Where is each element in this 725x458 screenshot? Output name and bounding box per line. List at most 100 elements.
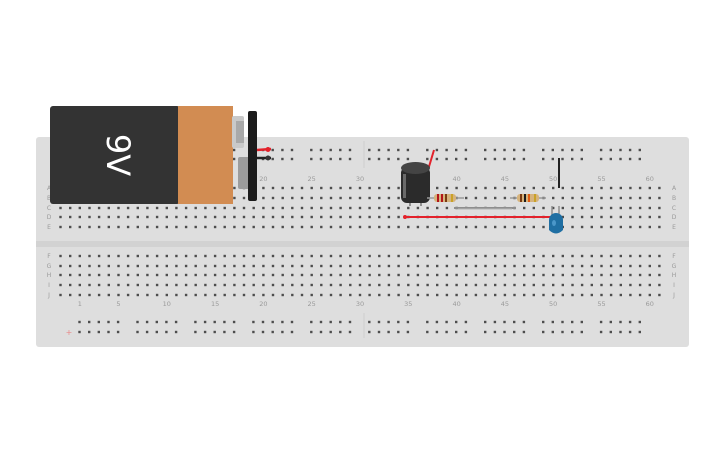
breadboard-hole[interactable] (88, 320, 91, 324)
breadboard-hole[interactable] (329, 264, 333, 268)
breadboard-hole[interactable] (397, 215, 400, 219)
breadboard-hole[interactable] (136, 206, 139, 210)
breadboard-hole[interactable] (436, 225, 439, 229)
breadboard-hole[interactable] (339, 330, 342, 334)
breadboard-hole[interactable] (310, 196, 313, 200)
breadboard-hole[interactable] (252, 206, 255, 210)
breadboard-hole[interactable] (513, 283, 516, 287)
breadboard-hole[interactable] (455, 225, 458, 229)
breadboard-hole[interactable] (445, 186, 449, 190)
breadboard-hole[interactable] (310, 206, 313, 210)
breadboard-hole[interactable] (78, 206, 81, 210)
breadboard-hole[interactable] (648, 225, 651, 229)
breadboard-hole[interactable] (378, 206, 381, 210)
breadboard-hole[interactable] (194, 273, 197, 277)
breadboard-hole[interactable] (542, 330, 545, 334)
breadboard-hole[interactable] (387, 196, 391, 200)
breadboard-hole[interactable] (600, 215, 603, 219)
breadboard-hole[interactable] (204, 293, 207, 297)
breadboard-hole[interactable] (494, 254, 497, 258)
breadboard-hole[interactable] (387, 293, 391, 297)
breadboard-hole[interactable] (155, 330, 158, 334)
breadboard-hole[interactable] (107, 206, 110, 210)
breadboard-hole[interactable] (406, 330, 410, 334)
breadboard-hole[interactable] (638, 186, 642, 190)
breadboard-hole[interactable] (445, 283, 449, 287)
breadboard-hole[interactable] (204, 215, 207, 219)
breadboard-hole[interactable] (339, 186, 342, 190)
breadboard-hole[interactable] (310, 148, 313, 152)
breadboard-hole[interactable] (281, 273, 284, 277)
breadboard-hole[interactable] (339, 264, 342, 268)
breadboard-hole[interactable] (59, 293, 62, 297)
breadboard-hole[interactable] (69, 254, 72, 258)
breadboard-hole[interactable] (271, 254, 275, 258)
breadboard-hole[interactable] (532, 206, 535, 210)
breadboard-hole[interactable] (155, 225, 159, 229)
breadboard-hole[interactable] (445, 293, 449, 297)
breadboard-hole[interactable] (204, 206, 207, 210)
breadboard-hole[interactable] (291, 215, 294, 219)
breadboard-hole[interactable] (117, 225, 120, 229)
breadboard-hole[interactable] (552, 186, 555, 190)
breadboard-hole[interactable] (69, 264, 72, 268)
breadboard-hole[interactable] (494, 264, 497, 268)
breadboard-hole[interactable] (184, 206, 188, 210)
breadboard-hole[interactable] (474, 283, 478, 287)
breadboard-hole[interactable] (638, 273, 642, 277)
breadboard-hole[interactable] (600, 264, 603, 268)
breadboard-hole[interactable] (242, 206, 246, 210)
breadboard-hole[interactable] (281, 225, 284, 229)
breadboard-hole[interactable] (619, 186, 622, 190)
breadboard-hole[interactable] (300, 225, 304, 229)
breadboard-hole[interactable] (59, 206, 62, 210)
breadboard-hole[interactable] (406, 157, 410, 161)
breadboard-hole[interactable] (503, 186, 507, 190)
breadboard-hole[interactable] (165, 283, 168, 287)
breadboard-hole[interactable] (600, 196, 603, 200)
breadboard-hole[interactable] (204, 254, 207, 258)
breadboard-hole[interactable] (107, 225, 110, 229)
breadboard-hole[interactable] (406, 148, 410, 152)
breadboard-hole[interactable] (551, 148, 554, 152)
breadboard-hole[interactable] (503, 157, 506, 161)
breadboard-hole[interactable] (271, 215, 275, 219)
breadboard-hole[interactable] (552, 273, 555, 277)
breadboard-hole[interactable] (571, 330, 574, 334)
breadboard-hole[interactable] (455, 186, 458, 190)
breadboard-hole[interactable] (271, 330, 274, 334)
breadboard-hole[interactable] (638, 225, 642, 229)
breadboard-holes[interactable] (59, 148, 661, 334)
breadboard-hole[interactable] (474, 196, 478, 200)
breadboard-hole[interactable] (107, 283, 110, 287)
breadboard-hole[interactable] (126, 215, 130, 219)
breadboard-hole[interactable] (88, 264, 91, 268)
breadboard-hole[interactable] (638, 196, 642, 200)
breadboard-hole[interactable] (484, 225, 487, 229)
breadboard-hole[interactable] (387, 330, 390, 334)
breadboard-hole[interactable] (445, 254, 449, 258)
breadboard-hole[interactable] (107, 264, 110, 268)
breadboard-hole[interactable] (329, 186, 333, 190)
breadboard-hole[interactable] (658, 264, 661, 268)
breadboard-hole[interactable] (378, 186, 381, 190)
breadboard-hole[interactable] (416, 264, 420, 268)
breadboard-hole[interactable] (464, 320, 468, 324)
breadboard-hole[interactable] (281, 157, 284, 161)
breadboard-hole[interactable] (600, 206, 603, 210)
breadboard-hole[interactable] (542, 273, 545, 277)
breadboard-hole[interactable] (513, 157, 516, 161)
breadboard-hole[interactable] (397, 254, 400, 258)
breadboard-hole[interactable] (271, 293, 275, 297)
breadboard-hole[interactable] (155, 293, 159, 297)
breadboard-hole[interactable] (619, 273, 622, 277)
breadboard-hole[interactable] (281, 186, 284, 190)
breadboard-hole[interactable] (474, 273, 478, 277)
breadboard-hole[interactable] (368, 254, 371, 258)
breadboard-hole[interactable] (310, 225, 313, 229)
breadboard-hole[interactable] (107, 330, 110, 334)
breadboard-hole[interactable] (658, 186, 661, 190)
breadboard-hole[interactable] (580, 283, 584, 287)
breadboard-hole[interactable] (609, 330, 612, 334)
